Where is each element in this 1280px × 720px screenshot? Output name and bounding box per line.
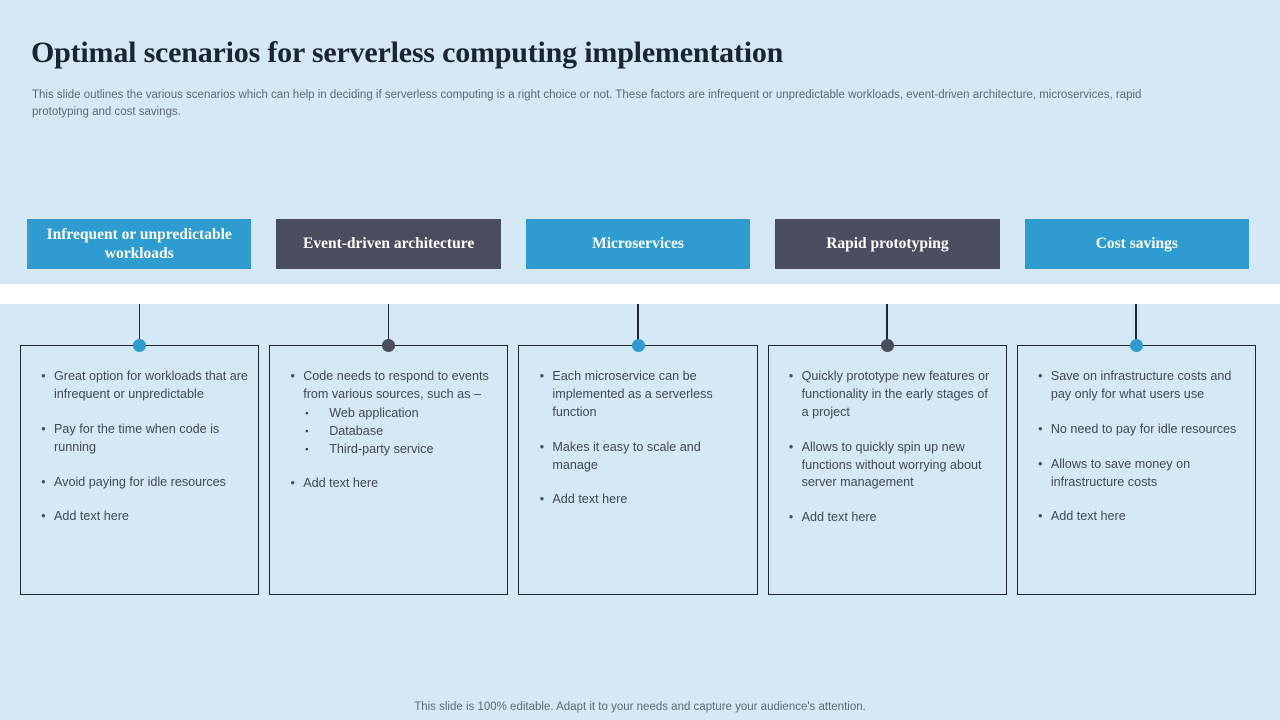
bullet-marker-icon: • bbox=[290, 369, 295, 383]
sub-bullet-item: ▪ Third-party service bbox=[303, 441, 497, 459]
sub-bullet-list: ▪ Web application ▪ Database ▪ Third-party se… bbox=[282, 405, 497, 459]
bullet-item: • No need to pay for idle resources bbox=[1030, 421, 1245, 439]
bullet-text: Add text here bbox=[552, 492, 628, 507]
bullet-text: Save on infrastructure costs and pay onl… bbox=[1050, 369, 1232, 401]
bullet-marker-icon: • bbox=[539, 492, 545, 507]
bullet-marker-icon: • bbox=[1038, 369, 1043, 383]
connector-line bbox=[637, 304, 639, 345]
scenario-box-microservices[interactable]: • Each microservice can be implemented as… bbox=[518, 345, 758, 595]
bullet-text: Add text here bbox=[303, 476, 379, 491]
bullet-item: • Avoid paying for idle resources bbox=[33, 474, 248, 492]
sub-bullet-text: Database bbox=[329, 423, 384, 438]
connector-dot bbox=[880, 338, 894, 352]
bullet-text: Add text here bbox=[1050, 509, 1126, 524]
bullet-item: • Allows to quickly spin up new functions… bbox=[781, 439, 996, 493]
bullet-marker-icon: • bbox=[788, 439, 794, 454]
bullet-text: Pay for the time when code is running bbox=[54, 421, 220, 454]
bullet-marker-icon: • bbox=[1038, 509, 1043, 524]
header-button-infrequent-workloads[interactable]: Infrequent or unpredictable workloads bbox=[27, 219, 252, 269]
bullet-marker-icon: • bbox=[290, 476, 295, 491]
bullet-item: • Quickly prototype new features or funct… bbox=[781, 368, 996, 422]
connector-dot bbox=[133, 338, 147, 352]
sub-bullet-marker-icon: ▪ bbox=[305, 425, 309, 436]
sub-bullet-text: Third-party service bbox=[329, 441, 434, 456]
connector-dot bbox=[631, 338, 645, 352]
scenario-column-rapid-prototyping: • Quickly prototype new features or funct… bbox=[767, 304, 1007, 595]
bullet-marker-icon: • bbox=[788, 369, 794, 383]
connector-line bbox=[138, 304, 141, 345]
bullet-item: • Add text here bbox=[531, 491, 746, 509]
bullet-item: • Makes it easy to scale and manage bbox=[531, 439, 746, 475]
bullet-text: Add text here bbox=[801, 510, 877, 525]
slide-subtitle: This slide outlines the various scenario… bbox=[32, 89, 1142, 118]
bullet-text: Avoid paying for idle resources bbox=[54, 474, 226, 489]
bullet-list: • Quickly prototype new features or funct… bbox=[781, 368, 996, 527]
bullet-text: Code needs to respond to events from var… bbox=[303, 369, 489, 401]
bullet-text: Great option for workloads that are infr… bbox=[54, 369, 248, 401]
bullet-marker-icon: • bbox=[41, 474, 46, 489]
header-button-rapid-prototyping[interactable]: Rapid prototyping bbox=[775, 219, 1000, 269]
sub-bullet-item: ▪ Database bbox=[303, 423, 497, 441]
bullet-item: • Each microservice can be implemented as… bbox=[531, 368, 746, 422]
connector-line bbox=[1135, 304, 1137, 345]
bullet-list: • Code needs to respond to events from va… bbox=[282, 368, 497, 493]
bullet-item: • Add text here bbox=[1030, 508, 1245, 526]
page-title: Optimal scenarios for serverless computi… bbox=[31, 36, 784, 69]
bullet-item: • Code needs to respond to events from va… bbox=[282, 368, 497, 458]
bullet-marker-icon: • bbox=[41, 509, 46, 524]
bullet-item: • Great option for workloads that are inf… bbox=[33, 368, 248, 404]
bullet-text: Quickly prototype new features or functi… bbox=[801, 369, 990, 419]
sub-bullet-marker-icon: ▪ bbox=[305, 407, 309, 418]
bullet-marker-icon: • bbox=[788, 510, 794, 525]
bullet-list: • Save on infrastructure costs and pay on… bbox=[1030, 368, 1245, 526]
sub-bullet-item: ▪ Web application bbox=[303, 405, 497, 423]
bullet-item: • Allows to save money on infrastructure … bbox=[1030, 456, 1245, 492]
bullet-list: • Great option for workloads that are inf… bbox=[33, 368, 248, 526]
bullet-text: Add text here bbox=[54, 509, 129, 524]
bullet-item: • Add text here bbox=[781, 509, 996, 527]
connector-line bbox=[886, 304, 888, 345]
scenario-box-rapid-prototyping[interactable]: • Quickly prototype new features or funct… bbox=[767, 345, 1007, 595]
bullet-item: • Pay for the time when code is running bbox=[33, 421, 248, 457]
scenario-box-cost-savings[interactable]: • Save on infrastructure costs and pay on… bbox=[1016, 345, 1257, 595]
bullet-text: Allows to save money on infrastructure c… bbox=[1050, 456, 1191, 489]
header-button-cost-savings[interactable]: Cost savings bbox=[1024, 219, 1250, 269]
scenario-box-event-driven-architecture[interactable]: • Code needs to respond to events from va… bbox=[269, 345, 509, 595]
bullet-marker-icon: • bbox=[1038, 421, 1043, 436]
connector-line bbox=[387, 304, 390, 345]
bullet-marker-icon: • bbox=[1038, 456, 1043, 471]
bullet-marker-icon: • bbox=[41, 369, 46, 383]
header-button-event-driven-architecture[interactable]: Event-driven architecture bbox=[276, 219, 501, 269]
bullet-marker-icon: • bbox=[539, 439, 545, 454]
connector-dot bbox=[382, 338, 396, 352]
bullet-item: • Add text here bbox=[33, 508, 248, 526]
scenario-column-microservices: • Each microservice can be implemented as… bbox=[518, 304, 758, 595]
bullet-marker-icon: • bbox=[539, 369, 545, 383]
scenario-column-infrequent-workloads: • Great option for workloads that are inf… bbox=[20, 304, 260, 595]
bullet-item: • Save on infrastructure costs and pay on… bbox=[1030, 368, 1245, 404]
scenario-column-cost-savings: • Save on infrastructure costs and pay on… bbox=[1016, 304, 1257, 595]
divider-band bbox=[0, 284, 1280, 304]
bullet-text: Allows to quickly spin up new functions … bbox=[801, 439, 982, 490]
header-button-microservices[interactable]: Microservices bbox=[525, 219, 751, 269]
scenario-box-infrequent-workloads[interactable]: • Great option for workloads that are inf… bbox=[20, 345, 260, 595]
scenario-boxes-row: • Great option for workloads that are inf… bbox=[20, 304, 1257, 595]
bullet-text: No need to pay for idle resources bbox=[1050, 421, 1237, 436]
connector-dot bbox=[1129, 338, 1143, 352]
bullet-list: • Each microservice can be implemented as… bbox=[531, 368, 746, 509]
sub-bullet-marker-icon: ▪ bbox=[305, 443, 309, 454]
bullet-text: Makes it easy to scale and manage bbox=[552, 439, 701, 472]
slide-footer-note: This slide is 100% editable. Adapt it to… bbox=[414, 701, 866, 713]
bullet-item: • Add text here bbox=[282, 475, 497, 493]
scenario-column-event-driven-architecture: • Code needs to respond to events from va… bbox=[269, 304, 509, 595]
sub-bullet-text: Web application bbox=[329, 405, 419, 420]
scenario-headers-row: Infrequent or unpredictable workloads Eve… bbox=[27, 219, 1250, 269]
bullet-text: Each microservice can be implemented as … bbox=[552, 369, 713, 419]
bullet-marker-icon: • bbox=[41, 421, 46, 436]
